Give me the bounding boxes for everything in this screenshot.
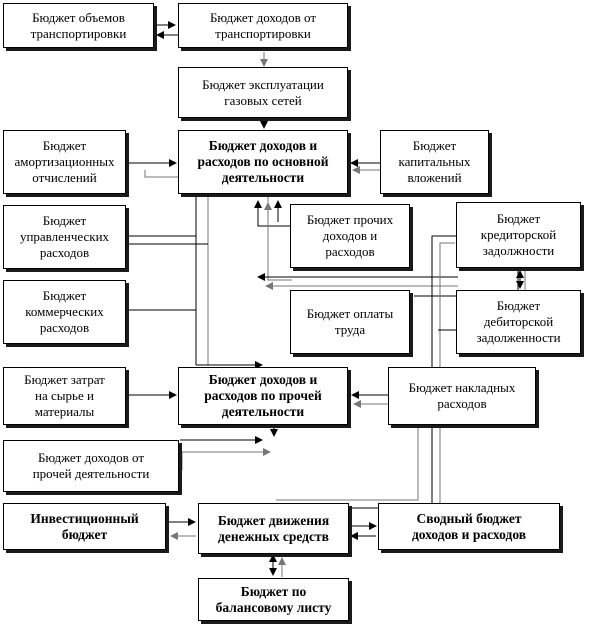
box-investment-label: Инвестиционный бюджет xyxy=(30,510,139,542)
box-other-activity: Бюджет доходов и расходов по прочей деят… xyxy=(178,367,348,425)
box-investment: Инвестиционный бюджет xyxy=(3,503,166,550)
box-gas-network-label: Бюджет эксплуатации газовых сетей xyxy=(202,76,324,108)
box-capital-investment: Бюджет капитальных вложений xyxy=(380,130,489,194)
box-receivables-label: Бюджет дебиторской задолженности xyxy=(476,298,561,345)
box-accounts-payable: Бюджет кредиторской задолжности xyxy=(456,202,581,268)
box-management: Бюджет управленческих расходов xyxy=(3,205,126,269)
box-summary: Сводный бюджет доходов и расходов xyxy=(378,503,560,550)
box-transport-volume-label: Бюджет объемов транспортировки xyxy=(30,9,127,41)
box-commercial-label: Бюджет коммерческих расходов xyxy=(25,288,104,335)
box-receivables: Бюджет дебиторской задолженности xyxy=(456,290,581,354)
box-cash-flow: Бюджет движения денежных средств xyxy=(198,503,349,554)
box-balance-sheet: Бюджет по балансовому листу xyxy=(198,578,349,621)
box-main-activity-label: Бюджет доходов и расходов по основной де… xyxy=(197,138,329,185)
box-amortization: Бюджет амортизационных отчислений xyxy=(3,130,126,194)
box-other-activity-income: Бюджет доходов от прочей деятельности xyxy=(3,440,179,492)
box-other-activity-label: Бюджет доходов и расходов по прочей деят… xyxy=(204,372,322,419)
box-raw-materials-label: Бюджет затрат на сырье и материалы xyxy=(24,372,105,419)
box-balance-sheet-label: Бюджет по балансовому листу xyxy=(215,583,332,615)
box-capital-investment-label: Бюджет капитальных вложений xyxy=(398,138,471,185)
box-other-income-expense: Бюджет прочих доходов и расходов xyxy=(290,204,410,268)
box-amortization-label: Бюджет амортизационных отчислений xyxy=(14,138,115,185)
edge-other-activity-income-grey xyxy=(181,448,271,470)
box-overhead-label: Бюджет накладных расходов xyxy=(408,380,516,411)
box-main-activity: Бюджет доходов и расходов по основной де… xyxy=(178,130,348,194)
box-payroll-label: Бюджет оплаты труда xyxy=(306,306,394,337)
box-other-income-expense-label: Бюджет прочих доходов и расходов xyxy=(306,212,394,259)
box-other-activity-income-label: Бюджет доходов от прочей деятельности xyxy=(32,450,150,481)
box-gas-network: Бюджет эксплуатации газовых сетей xyxy=(178,67,348,118)
box-raw-materials: Бюджет затрат на сырье и материалы xyxy=(3,367,126,425)
edge-other-ie-up xyxy=(256,204,290,227)
box-accounts-payable-label: Бюджет кредиторской задолжности xyxy=(480,211,557,258)
edge-main-down-to-payroll xyxy=(267,196,292,281)
box-transport-income: Бюджет доходов от транспортировки xyxy=(178,3,348,48)
box-commercial: Бюджет коммерческих расходов xyxy=(3,280,126,344)
box-summary-label: Сводный бюджет доходов и расходов xyxy=(411,510,527,542)
box-cash-flow-label: Бюджет движения денежных средств xyxy=(217,512,330,544)
box-overhead: Бюджет накладных расходов xyxy=(388,367,536,425)
box-payroll: Бюджет оплаты труда xyxy=(290,290,410,354)
box-transport-income-label: Бюджет доходов от транспортировки xyxy=(209,9,317,41)
box-management-label: Бюджет управленческих расходов xyxy=(19,213,110,260)
box-transport-volume: Бюджет объемов транспортировки xyxy=(3,3,154,48)
